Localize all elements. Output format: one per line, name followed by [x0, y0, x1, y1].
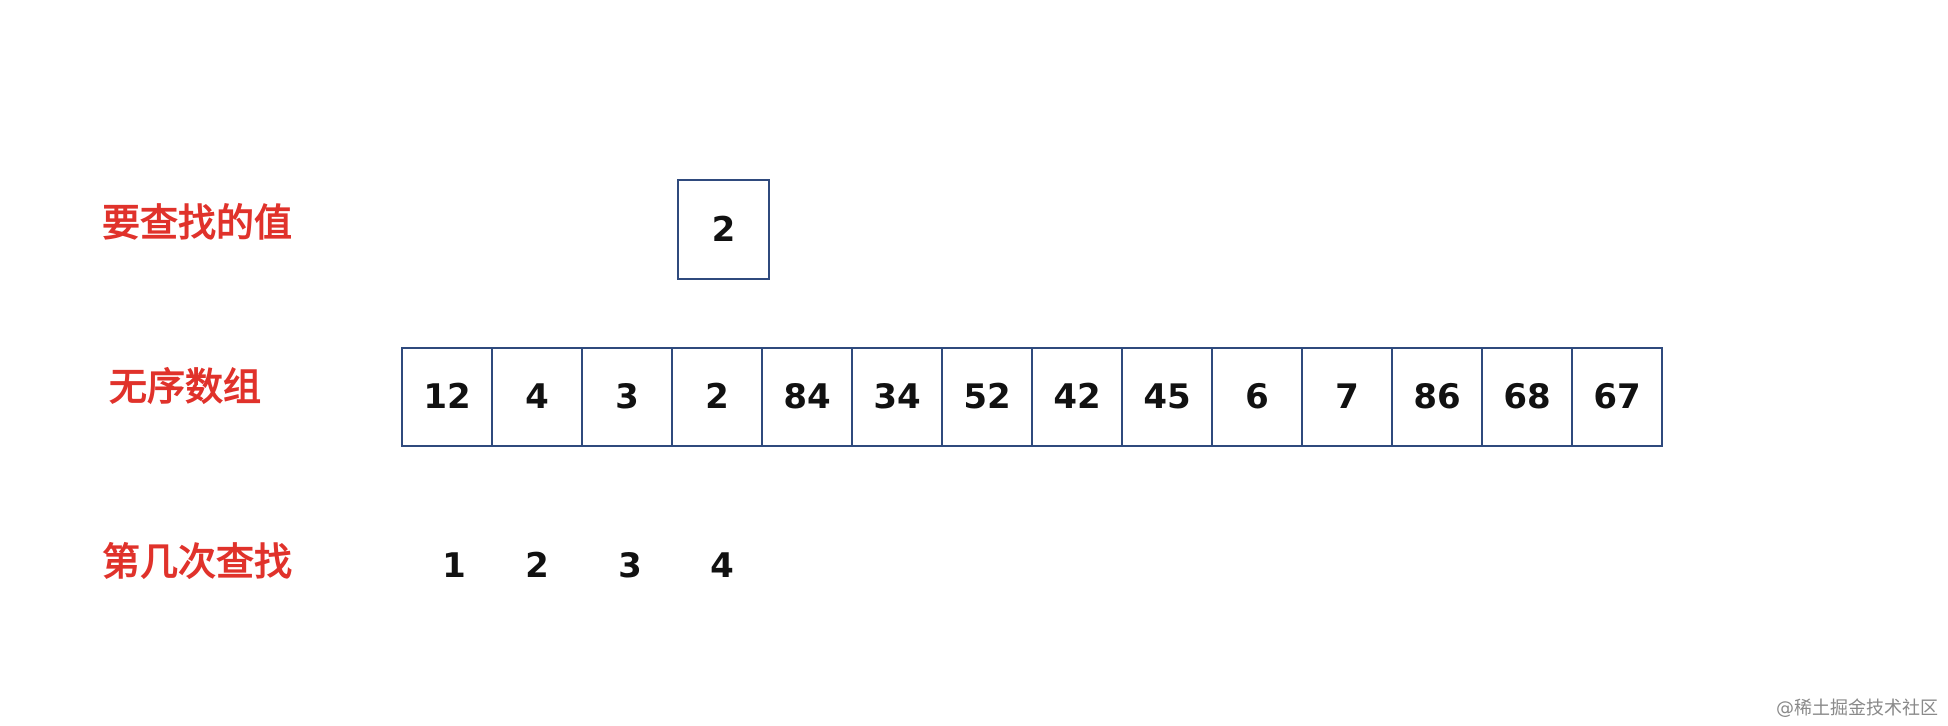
search-step-number: 2 [525, 546, 549, 586]
search-step-number: 3 [618, 546, 642, 586]
array-cell: 12 [401, 347, 493, 447]
array-cell: 6 [1211, 347, 1303, 447]
array-cell: 45 [1121, 347, 1213, 447]
array-cell: 34 [851, 347, 943, 447]
array-cell: 3 [581, 347, 673, 447]
search-step-number: 4 [710, 546, 734, 586]
array-cell: 86 [1391, 347, 1483, 447]
unsorted-array: 12 4 3 2 84 34 52 42 45 6 7 86 68 67 [401, 347, 1663, 447]
unsorted-array-label: 无序数组 [109, 365, 262, 409]
watermark: @稀土掘金技术社区 [1776, 698, 1938, 719]
array-cell: 4 [491, 347, 583, 447]
array-cell: 52 [941, 347, 1033, 447]
array-cell: 68 [1481, 347, 1573, 447]
array-cell: 84 [761, 347, 853, 447]
search-step-label: 第几次查找 [102, 540, 293, 584]
target-value-box: 2 [677, 179, 770, 280]
search-step-number: 1 [442, 546, 466, 586]
array-cell: 2 [671, 347, 763, 447]
array-cell: 67 [1571, 347, 1663, 447]
array-cell: 42 [1031, 347, 1123, 447]
array-cell: 7 [1301, 347, 1393, 447]
target-value-label: 要查找的值 [102, 201, 293, 245]
